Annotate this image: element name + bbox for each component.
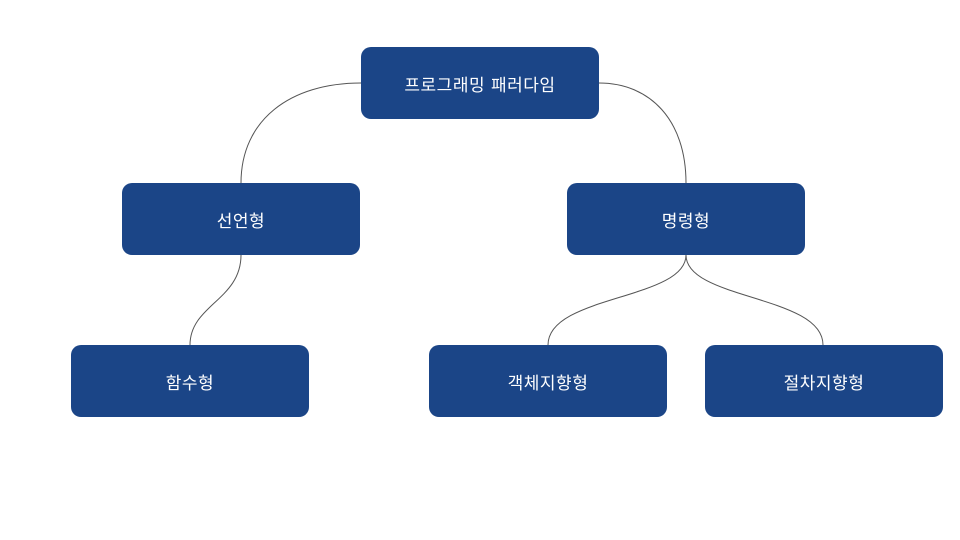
imperative-node-label: 명령형 <box>661 211 711 232</box>
procedural-node-label: 절차지향형 <box>783 373 865 394</box>
imperative-node: 명령형 <box>567 183 805 255</box>
connector-imperative-to-procedural <box>685 254 824 346</box>
functional-node-label: 함수형 <box>165 373 215 394</box>
root-node: 프로그래밍 패러다임 <box>361 47 599 119</box>
object-oriented-node-label: 객체지향형 <box>507 373 589 394</box>
connector-declarative-to-functional <box>189 254 242 346</box>
root-node-label: 프로그래밍 패러다임 <box>404 75 556 96</box>
procedural-node: 절차지향형 <box>705 345 943 417</box>
declarative-node: 선언형 <box>122 183 360 255</box>
declarative-node-label: 선언형 <box>216 211 266 232</box>
functional-node: 함수형 <box>71 345 309 417</box>
connector-root-to-imperative <box>598 82 687 184</box>
connector-root-to-declarative <box>240 82 362 184</box>
object-oriented-node: 객체지향형 <box>429 345 667 417</box>
connector-imperative-to-object-oriented <box>547 254 687 346</box>
